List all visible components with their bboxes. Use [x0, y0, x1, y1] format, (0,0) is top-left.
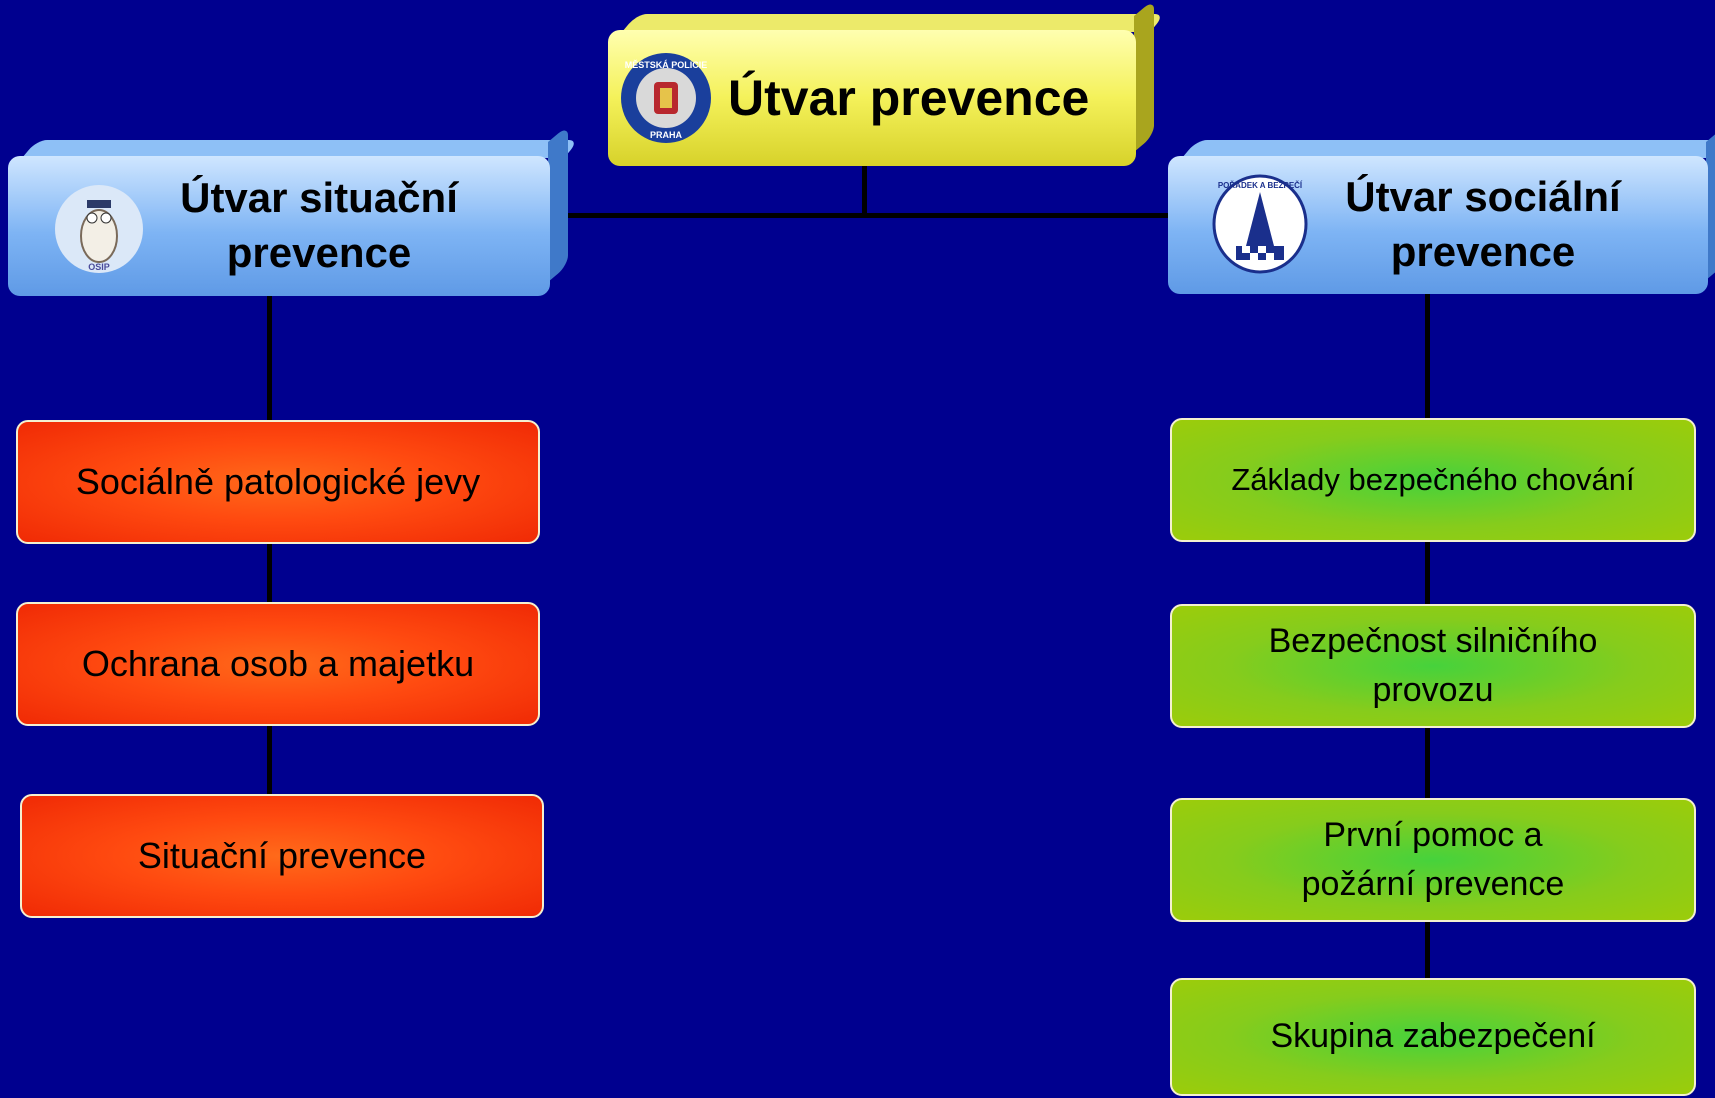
svg-text:MĚSTSKÁ POLICIE: MĚSTSKÁ POLICIE	[625, 59, 708, 70]
connector-top-down	[862, 166, 867, 218]
item-bezpecnost-silnicniho-provozu: Bezpečnost silničního provozu	[1170, 604, 1696, 728]
node-title-line2: prevence	[226, 229, 412, 276]
item-label-line1: Bezpečnost silničního	[1268, 621, 1598, 660]
item-label-line1: Základy bezpečného chování	[1231, 461, 1635, 497]
svg-text:PRAHA: PRAHA	[650, 130, 683, 140]
node-utvar-situacni-prevence: OSIP Útvar situační prevence	[8, 125, 580, 296]
item-zaklady-bezpecneho-chovani: Základy bezpečného chování	[1170, 418, 1696, 542]
item-situacni-prevence: Situační prevence	[20, 794, 544, 918]
node-title: Útvar prevence	[728, 70, 1090, 126]
item-label: Sociálně patologické jevy	[75, 461, 481, 502]
connector-horizontal	[550, 213, 1170, 218]
item-label-line2: provozu	[1372, 671, 1494, 709]
item-label: Ochrana osob a majetku	[81, 643, 475, 684]
osip-owl-logo-icon: OSIP	[55, 185, 143, 273]
node-title-line2: prevence	[1390, 228, 1576, 275]
item-ochrana-osob-a-majetku: Ochrana osob a majetku	[16, 602, 540, 726]
item-skupina-zabezpeceni: Skupina zabezpečení	[1170, 978, 1696, 1096]
item-prvni-pomoc-a-pozarni-prevence: První pomoc a požární prevence	[1170, 798, 1696, 922]
poradek-a-bezpeci-logo-icon: POŘÁDEK A BEZPEČÍ	[1212, 174, 1308, 274]
item-label-line1: První pomoc a	[1323, 815, 1543, 854]
svg-text:POŘÁDEK A BEZPEČÍ: POŘÁDEK A BEZPEČÍ	[1218, 181, 1303, 190]
svg-text:OSIP: OSIP	[88, 262, 110, 272]
item-label-line2: požární prevence	[1301, 865, 1565, 903]
connector-left-vertical	[267, 296, 272, 796]
item-socialne-patologicke-jevy: Sociálně patologické jevy	[16, 420, 540, 544]
node-title-line1: Útvar sociální	[1345, 173, 1621, 221]
item-label: Situační prevence	[137, 835, 427, 876]
node-utvar-socialni-prevence: POŘÁDEK A BEZPEČÍ Útvar sociální prevenc…	[1168, 125, 1715, 294]
mestska-policie-logo-icon: MĚSTSKÁ POLICIE PRAHA	[621, 53, 711, 143]
node-utvar-prevence: MĚSTSKÁ POLICIE PRAHA Útvar prevence	[608, 0, 1166, 166]
node-title-line1: Útvar situační	[180, 174, 458, 222]
item-label-line1: Skupina zabezpečení	[1270, 1017, 1596, 1056]
